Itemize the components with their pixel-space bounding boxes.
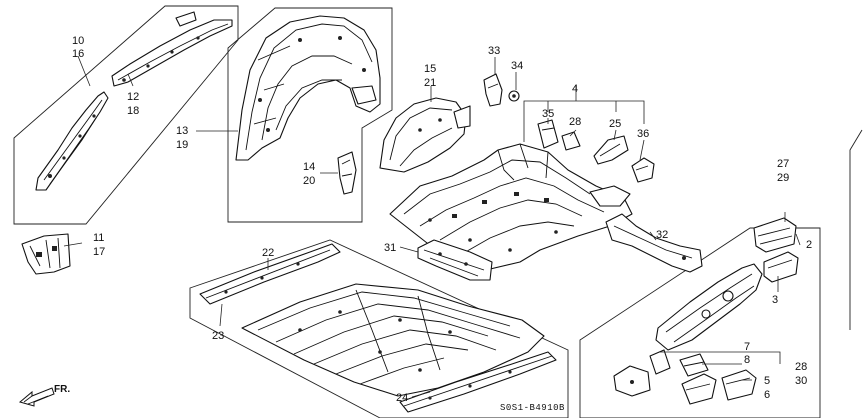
frame-wheelhouse-group (227, 7, 393, 223)
callout-8: 8 (744, 354, 750, 366)
callout-17: 17 (93, 246, 105, 258)
part-wheelhouse (379, 97, 471, 173)
part-small-bracket (337, 151, 357, 195)
callout-4: 4 (572, 83, 578, 95)
callout-36: 36 (637, 128, 649, 140)
part-rear-side-frame (655, 263, 763, 351)
part-bracket-28-upper (561, 131, 581, 151)
callout-10: 10 (72, 35, 84, 47)
part-roof-rail (111, 11, 233, 87)
frame-edge-right (849, 129, 863, 330)
part-rear-floor (389, 143, 633, 271)
part-bracket-6 (681, 373, 717, 405)
diagram-code: S0S1-B4910B (500, 403, 565, 413)
callout-7: 7 (744, 341, 750, 353)
leader-lines (63, 55, 801, 398)
part-quarter-inner-panel (235, 15, 381, 161)
callout-25: 25 (609, 118, 621, 130)
part-cross-member-31 (417, 239, 493, 281)
callout-2: 2 (806, 239, 812, 251)
part-nut-34 (508, 90, 520, 102)
callout-35: 35 (542, 108, 554, 120)
callout-33: 33 (488, 45, 500, 57)
part-bracket-33 (483, 73, 503, 107)
callout-21: 21 (424, 77, 436, 89)
callout-15: 15 (424, 63, 436, 75)
callout-19: 19 (176, 139, 188, 151)
part-bracket-3 (763, 251, 799, 283)
part-front-floor (241, 283, 545, 397)
part-pillar-inner (35, 91, 109, 191)
part-bracket-5 (679, 353, 709, 377)
callout-12: 12 (127, 91, 139, 103)
callout-20: 20 (303, 175, 315, 187)
frame-floor-group (189, 239, 569, 418)
part-bracket-7 (649, 349, 671, 375)
part-bracket-30 (721, 369, 757, 401)
callout-32: 32 (656, 229, 668, 241)
callout-11: 11 (93, 232, 104, 244)
frame-rear-frame-group (579, 227, 821, 418)
part-bracket-35 (537, 119, 559, 149)
callout-13: 13 (176, 125, 188, 137)
part-sill-right (399, 351, 557, 413)
callout-31: 31 (384, 242, 396, 254)
callout-24: 24 (396, 392, 408, 404)
callout-18: 18 (127, 105, 139, 117)
part-rear-frame-32 (605, 213, 703, 273)
direction-label: FR. (54, 384, 70, 395)
part-sill-left (199, 243, 341, 305)
callout-3: 3 (772, 294, 778, 306)
callout-29: 29 (777, 172, 789, 184)
part-bracket-2 (753, 217, 797, 253)
part-bracket-28-lower (613, 365, 651, 397)
callout-22: 22 (262, 247, 274, 259)
part-bracket-25 (593, 135, 629, 165)
callout-23: 23 (212, 330, 224, 342)
callout-6: 6 (764, 389, 770, 401)
callout-5: 5 (764, 375, 770, 387)
callout-14: 14 (303, 161, 315, 173)
callout-28-lower: 28 (795, 361, 807, 373)
callout-labels: 10 16 12 18 11 17 13 19 14 20 15 21 33 3… (72, 35, 812, 404)
forward-arrow-icon (18, 387, 55, 407)
callout-34: 34 (511, 60, 523, 72)
callout-27: 27 (777, 158, 789, 170)
part-bracket-36 (631, 157, 655, 183)
part-hinge-bracket (21, 233, 71, 275)
callout-28-upper: 28 (569, 116, 581, 128)
callout-30: 30 (795, 375, 807, 387)
callout-16: 16 (72, 48, 84, 60)
